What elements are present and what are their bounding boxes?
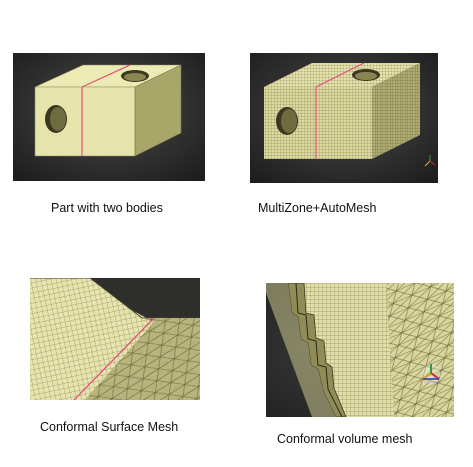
caption-conformal-volume-mesh: Conformal volume mesh: [277, 432, 413, 446]
part-two-bodies-image: [13, 53, 205, 181]
multizone-automesh-image: [250, 53, 438, 183]
caption-conformal-surface-mesh: Conformal Surface Mesh: [40, 420, 179, 434]
conformal-surface-mesh-image: [30, 278, 200, 400]
caption-part-two-bodies: Part with two bodies: [51, 201, 163, 215]
caption-multizone-automesh: MultiZone+AutoMesh: [258, 201, 377, 215]
conformal-volume-mesh-image: [266, 283, 454, 417]
